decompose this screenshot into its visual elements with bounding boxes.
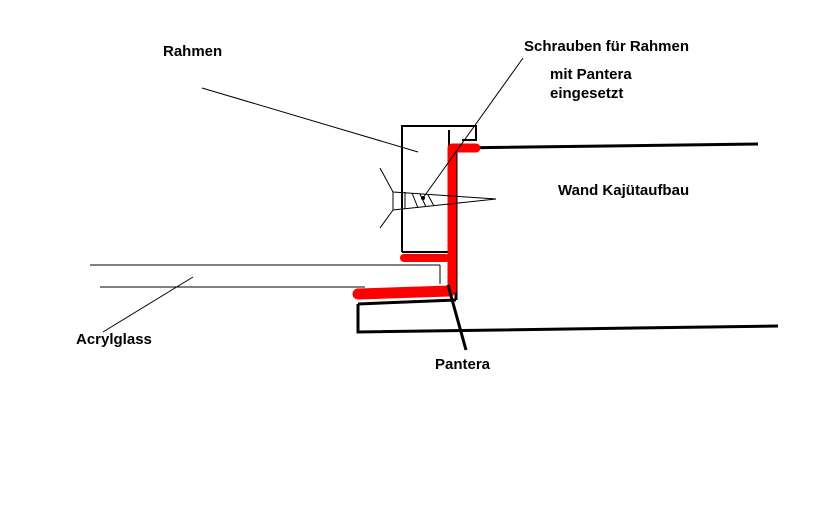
acrylglass-sheet — [90, 264, 441, 288]
label-wand: Wand Kajütaufbau — [558, 182, 690, 199]
label-pantera: Pantera — [435, 356, 491, 373]
label-pantera-note-line1: mit Pantera — [550, 66, 632, 83]
leader-schrauben — [422, 57, 524, 199]
pantera-sealant — [352, 143, 481, 300]
leader-lines — [102, 57, 524, 351]
label-rahmen: Rahmen — [163, 43, 223, 60]
label-acrylglass: Acrylglass — [76, 331, 152, 348]
wall-structure — [356, 142, 779, 334]
screw-icon — [379, 167, 497, 229]
leader-rahmen — [201, 87, 419, 153]
leader-acrylglass — [102, 276, 194, 333]
label-schrauben: Schrauben für Rahmen — [524, 38, 690, 55]
leader-pantera — [446, 284, 468, 351]
label-pantera-note-line2: eingesetzt — [550, 85, 624, 102]
